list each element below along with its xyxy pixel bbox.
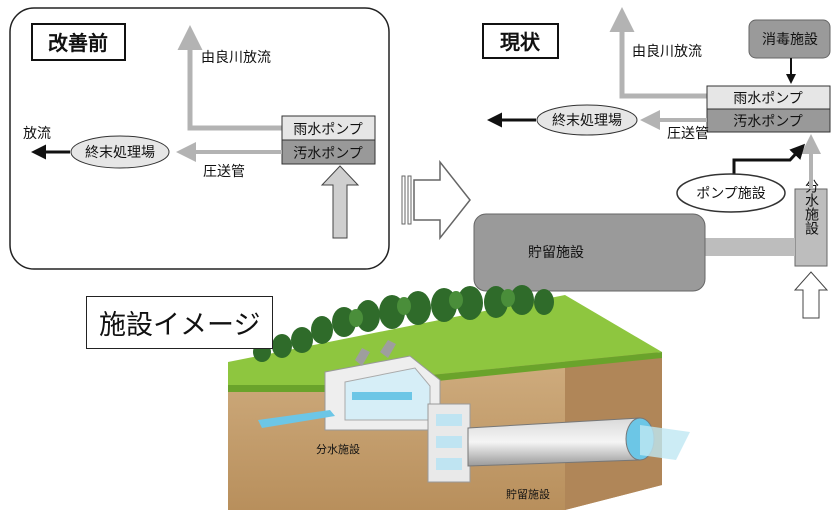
current-treatment-plant	[536, 104, 638, 136]
diversion-label: 分水施設	[803, 179, 819, 235]
illustration-storage-label: 貯留施設	[506, 487, 550, 501]
grass-edge	[228, 352, 662, 392]
current-inflow-arrow	[793, 271, 829, 319]
facility-illustration: 分水施設 貯留施設	[228, 285, 690, 510]
before-discharge-label: 放流	[23, 126, 51, 142]
before-pipe-label: 圧送管	[203, 164, 245, 180]
disinfection-label: 消毒施設	[762, 32, 818, 48]
storage-connector	[700, 238, 795, 256]
before-rain-pump-label: 雨水ポンプ	[293, 122, 363, 138]
before-title: 改善前	[48, 31, 108, 55]
current-title: 現状	[500, 30, 541, 54]
diversion-box	[794, 188, 828, 267]
current-sewage-pump-label: 汚水ポンプ	[733, 114, 803, 130]
before-sewage-pump	[281, 139, 376, 165]
before-river-arrow	[177, 25, 285, 131]
before-sewage-pump-label: 汚水ポンプ	[293, 146, 363, 162]
before-title-box	[31, 23, 126, 61]
chamber-water	[352, 392, 412, 400]
gate-left	[355, 348, 370, 366]
pipe-outflow	[640, 425, 690, 460]
current-pipe-label: 圧送管	[667, 126, 709, 142]
pump-facility-arrow	[732, 143, 806, 180]
transition-arrow	[401, 159, 471, 241]
pump-facility-label: ポンプ施設	[696, 186, 766, 202]
shaft-level-1	[436, 414, 462, 426]
before-treatment-plant	[70, 135, 170, 169]
before-river-label: 由良川放流	[201, 50, 271, 66]
illustration-diversion-label: 分水施設	[316, 442, 360, 456]
facility-image-caption: 施設イメージ	[86, 296, 274, 349]
tree-highlights	[349, 289, 515, 327]
grass-surface	[228, 295, 662, 385]
before-panel: 改善前 由良川放流 雨水ポンプ 汚水ポンプ 圧送管 終末処理場 放流	[9, 7, 390, 270]
storage-label: 貯留施設	[528, 245, 584, 261]
shaft-level-3	[436, 458, 462, 470]
current-treatment-label: 終末処理場	[552, 113, 622, 129]
current-title-box	[482, 23, 559, 59]
current-river-arrow	[609, 7, 710, 99]
storage-box	[473, 213, 706, 292]
current-panel: 現状 由良川放流 消毒施設 雨水ポンプ 汚水ポンプ 圧送管 終末処理場 分水施設…	[473, 7, 831, 319]
current-river-label: 由良川放流	[632, 44, 702, 60]
inflow-channel	[258, 410, 335, 428]
disinfection-box	[748, 19, 831, 59]
shaft-level-2	[436, 436, 462, 448]
pump-facility	[676, 173, 786, 213]
gate-right	[380, 340, 396, 358]
current-rain-pump-label: 雨水ポンプ	[733, 91, 803, 107]
before-treatment-label: 終末処理場	[85, 145, 155, 161]
before-inflow-arrow	[320, 165, 360, 239]
